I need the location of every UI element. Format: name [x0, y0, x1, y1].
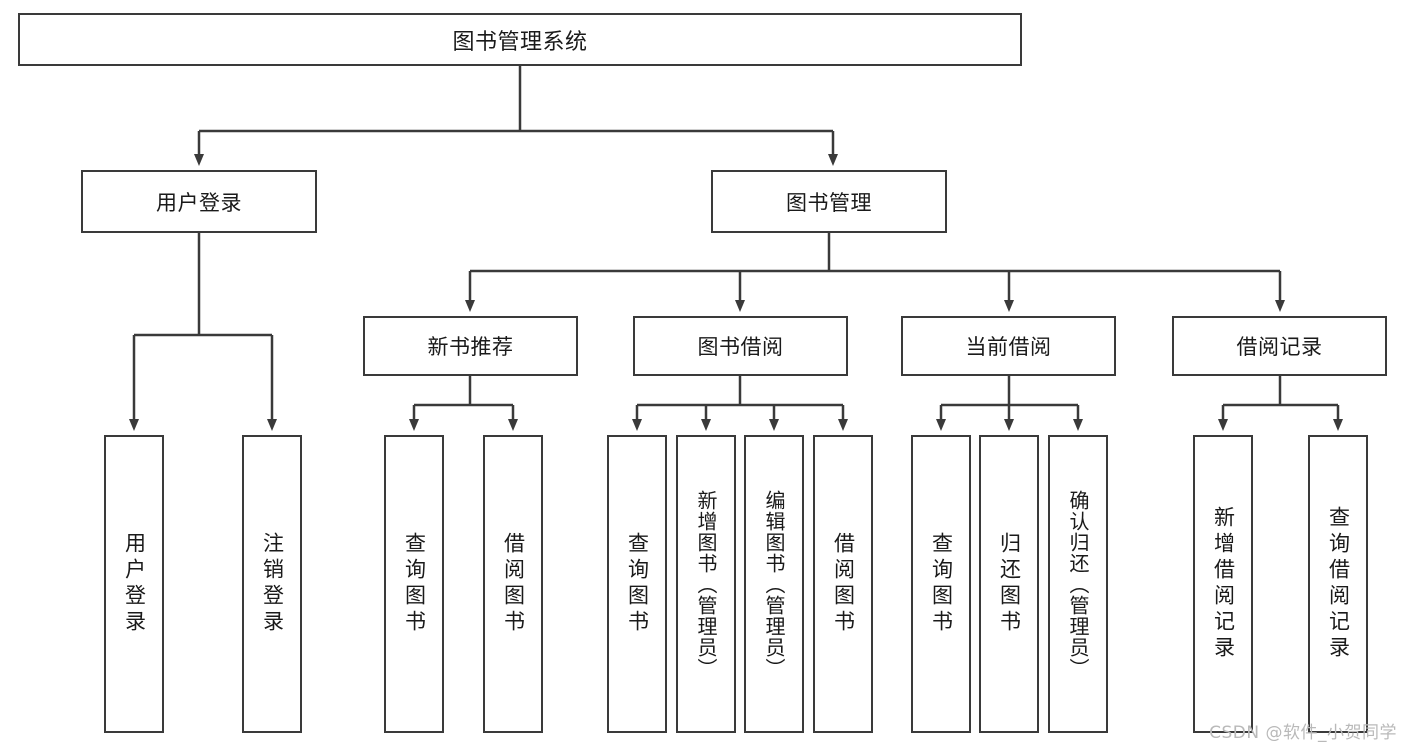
node-label: 新书推荐: [427, 335, 514, 359]
leaf-user-logout[interactable]: 注销登录: [242, 435, 302, 733]
leaf-query-book-borrow[interactable]: 查询图书: [607, 435, 667, 733]
node-current-borrow[interactable]: 当前借阅: [901, 316, 1116, 376]
node-label: 当前借阅: [965, 335, 1052, 359]
node-label: 用户登录: [122, 532, 147, 636]
node-new-book-recommend[interactable]: 新书推荐: [363, 316, 578, 376]
node-user-login[interactable]: 用户登录: [81, 170, 317, 233]
leaf-query-book-current[interactable]: 查询图书: [911, 435, 971, 733]
node-label: 查询图书: [402, 532, 427, 636]
node-label: 图书管理: [786, 190, 872, 215]
node-label: 图书管理系统: [452, 29, 588, 55]
node-label: 图书借阅: [697, 335, 784, 359]
node-label: 用户登录: [156, 190, 242, 215]
leaf-user-login[interactable]: 用户登录: [104, 435, 164, 733]
node-borrow-record[interactable]: 借阅记录: [1172, 316, 1387, 376]
node-label: 注销登录: [260, 532, 285, 636]
node-label: 新增借阅记录: [1211, 506, 1236, 662]
node-label: 归还图书: [997, 532, 1022, 636]
node-label: 确认归还（管理员）: [1066, 489, 1090, 679]
leaf-query-book-recommend[interactable]: 查询图书: [384, 435, 444, 733]
leaf-confirm-return-admin[interactable]: 确认归还（管理员）: [1048, 435, 1108, 733]
node-label: 编辑图书（管理员）: [762, 489, 786, 679]
leaf-edit-book-admin[interactable]: 编辑图书（管理员）: [744, 435, 804, 733]
leaf-return-book[interactable]: 归还图书: [979, 435, 1039, 733]
leaf-add-book-admin[interactable]: 新增图书（管理员）: [676, 435, 736, 733]
leaf-borrow-book-recommend[interactable]: 借阅图书: [483, 435, 543, 733]
leaf-query-borrow-record[interactable]: 查询借阅记录: [1308, 435, 1368, 733]
leaf-add-borrow-record[interactable]: 新增借阅记录: [1193, 435, 1253, 733]
node-book-manage[interactable]: 图书管理: [711, 170, 947, 233]
node-label: 借阅图书: [501, 532, 526, 636]
node-book-borrow[interactable]: 图书借阅: [633, 316, 848, 376]
node-label: 借阅记录: [1236, 335, 1323, 359]
node-label: 借阅图书: [831, 532, 856, 636]
node-root-book-management-system[interactable]: 图书管理系统: [18, 13, 1022, 66]
csdn-watermark: CSDN @软件_小贺同学: [1209, 723, 1397, 743]
node-label: 查询图书: [929, 532, 954, 636]
node-label: 查询图书: [625, 532, 650, 636]
node-label: 查询借阅记录: [1326, 506, 1351, 662]
leaf-borrow-book[interactable]: 借阅图书: [813, 435, 873, 733]
node-label: 新增图书（管理员）: [694, 489, 718, 679]
